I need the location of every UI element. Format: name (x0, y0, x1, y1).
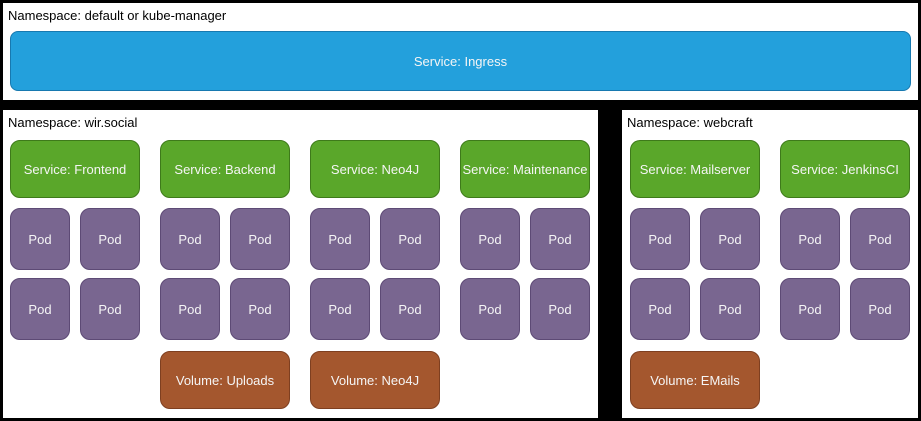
service-node: Service: Maintenance (460, 140, 590, 198)
pod-node: Pod (780, 208, 840, 270)
pod-node: Pod (460, 208, 520, 270)
pod-node: Pod (160, 208, 220, 270)
pod-node: Pod (80, 278, 140, 340)
namespace-label-wir-social: Namespace: wir.social (8, 115, 138, 130)
service-node: Service: Neo4J (310, 140, 440, 198)
service-node: Service: JenkinsCI (780, 140, 910, 198)
pod-node: Pod (780, 278, 840, 340)
pod-node: Pod (80, 208, 140, 270)
volume-node: Volume: EMails (630, 351, 760, 409)
pod-node: Pod (530, 278, 590, 340)
pod-node: Pod (530, 208, 590, 270)
pod-node: Pod (10, 208, 70, 270)
service-node: Service: Frontend (10, 140, 140, 198)
pod-node: Pod (230, 278, 290, 340)
namespace-panel-default: Namespace: default or kube-manager Servi… (0, 0, 921, 103)
pod-node: Pod (380, 208, 440, 270)
pod-node: Pod (310, 208, 370, 270)
service-node: Service: Mailserver (630, 140, 760, 198)
volume-node: Volume: Uploads (160, 351, 290, 409)
pod-node: Pod (230, 208, 290, 270)
pod-node: Pod (850, 208, 910, 270)
pod-node: Pod (630, 208, 690, 270)
namespace-label-webcraft: Namespace: webcraft (627, 115, 753, 130)
pod-node: Pod (460, 278, 520, 340)
service-ingress-node: Service: Ingress (10, 31, 911, 91)
pod-node: Pod (700, 208, 760, 270)
namespace-label-default: Namespace: default or kube-manager (8, 8, 227, 23)
pod-node: Pod (380, 278, 440, 340)
pod-node: Pod (630, 278, 690, 340)
pod-node: Pod (850, 278, 910, 340)
service-node: Service: Backend (160, 140, 290, 198)
pod-node: Pod (700, 278, 760, 340)
volume-node: Volume: Neo4J (310, 351, 440, 409)
pod-node: Pod (160, 278, 220, 340)
pod-node: Pod (310, 278, 370, 340)
pod-node: Pod (10, 278, 70, 340)
